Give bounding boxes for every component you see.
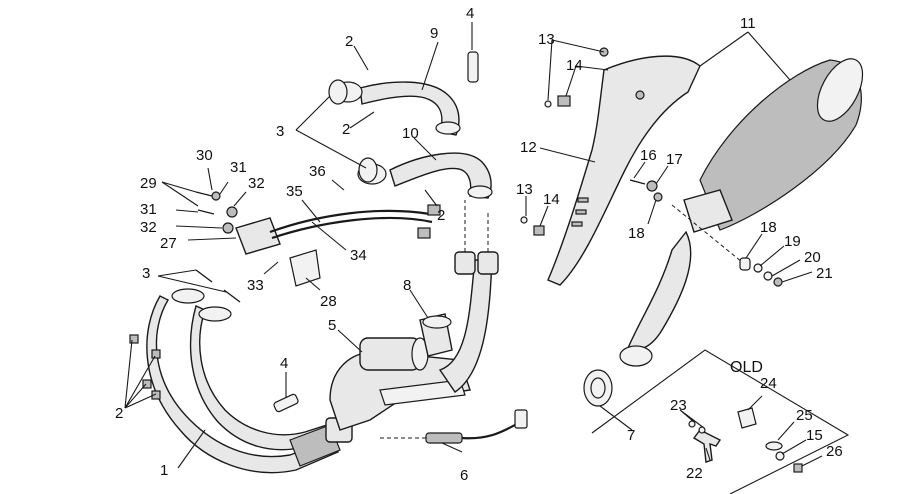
valve-cover	[419, 313, 453, 357]
callout-10: 10	[402, 125, 419, 142]
pipe-stubs	[454, 200, 499, 275]
callout-5: 5	[328, 317, 336, 334]
header-nuts	[129, 334, 161, 400]
callout-31: 31	[230, 159, 247, 176]
silencer	[619, 58, 864, 367]
callout-14: 14	[566, 57, 583, 74]
callout-7: 7	[627, 427, 635, 444]
callout-30: 30	[196, 147, 213, 164]
callout-8: 8	[403, 277, 411, 294]
callout-27: 27	[160, 235, 177, 252]
lambda-sensor	[380, 409, 528, 444]
callout-28: 28	[320, 293, 337, 310]
callout-labels: 1 2 2 2 2 3 3 4 4 5 6 7 8 9 10 11 12 13 …	[115, 5, 843, 484]
heat-shield	[547, 55, 701, 286]
callout-2: 2	[342, 121, 350, 138]
callout-9: 9	[430, 25, 438, 42]
bolts-left	[195, 191, 238, 234]
callout-36: 36	[309, 163, 326, 180]
callout-6: 6	[460, 467, 468, 484]
callout-3: 3	[142, 265, 150, 282]
callout-23: 23	[670, 397, 687, 414]
callout-12: 12	[520, 139, 537, 156]
silencer-ring	[583, 369, 613, 407]
callout-20: 20	[804, 249, 821, 266]
gaskets	[195, 79, 378, 303]
old-kit-box	[591, 349, 850, 494]
callout-19: 19	[784, 233, 801, 250]
callout-26: 26	[826, 443, 843, 460]
callout-17: 17	[666, 151, 683, 168]
callout-21: 21	[816, 265, 833, 282]
callout-35: 35	[286, 183, 303, 200]
callout-22: 22	[686, 465, 703, 482]
callout-31: 31	[140, 201, 157, 218]
callout-32: 32	[140, 219, 157, 236]
collector-valve	[329, 259, 493, 431]
callout-32: 32	[248, 175, 265, 192]
callout-25: 25	[796, 407, 813, 424]
callout-29: 29	[140, 175, 157, 192]
callout-15: 15	[806, 427, 823, 444]
leader-lines	[124, 22, 823, 469]
callout-18: 18	[760, 219, 777, 236]
callout-18: 18	[628, 225, 645, 242]
control-unit	[235, 204, 441, 287]
callout-2: 2	[437, 207, 445, 224]
callout-2: 2	[345, 33, 353, 50]
callout-16: 16	[640, 147, 657, 164]
callout-2: 2	[115, 405, 123, 422]
header-pipes	[146, 288, 353, 474]
old-kit-label: OLD	[730, 359, 763, 376]
callout-34: 34	[350, 247, 367, 264]
callout-1: 1	[160, 462, 168, 479]
callout-3: 3	[276, 123, 284, 140]
callout-4: 4	[466, 5, 474, 22]
callout-11: 11	[740, 15, 756, 32]
callout-13: 13	[538, 31, 555, 48]
callout-33: 33	[247, 277, 264, 294]
callout-13: 13	[516, 181, 533, 198]
springs	[273, 51, 479, 413]
callout-24: 24	[760, 375, 777, 392]
callout-4: 4	[280, 355, 288, 372]
callout-14: 14	[543, 191, 560, 208]
